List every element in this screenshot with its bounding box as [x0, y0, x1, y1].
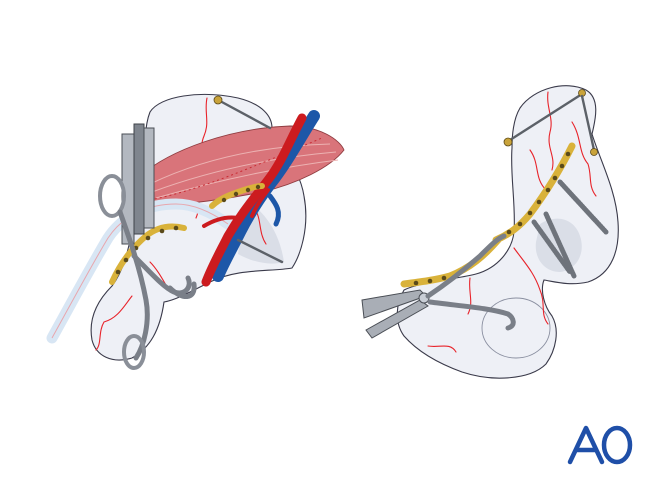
right-fracture-1	[547, 91, 554, 171]
plate-hole	[413, 280, 419, 286]
plate-hole	[115, 269, 121, 275]
plate-hole	[255, 184, 261, 190]
clamp-ring-bottom	[122, 334, 146, 370]
muscle-stripe-3	[155, 159, 339, 199]
plate-hole	[565, 151, 571, 157]
vein-branch	[267, 193, 281, 227]
plate-hole	[545, 187, 551, 193]
retractor-blade-3	[143, 127, 155, 229]
ao-logo	[567, 425, 633, 465]
screw-long	[557, 179, 609, 235]
screw-mid-1	[531, 219, 573, 275]
screw-top	[508, 92, 584, 142]
artery-branch-2	[202, 215, 240, 228]
screw-mid-2	[543, 211, 577, 279]
plate-hole	[517, 221, 523, 227]
acetabulum-rim	[481, 297, 551, 359]
plate-hole	[559, 163, 565, 169]
vessels	[201, 110, 320, 287]
left-plate-lower	[109, 223, 187, 285]
right-fracture-6	[427, 345, 457, 353]
plate-hole	[441, 275, 447, 281]
ao-logo-text: AO	[566, 424, 630, 468]
screw-vertical	[580, 94, 596, 152]
upper-screw-shaft	[218, 99, 272, 130]
clamp-jaw-2	[427, 299, 516, 331]
screw-vertical-tip	[590, 148, 598, 156]
plate-hole	[506, 229, 512, 235]
right-fracture-3	[529, 149, 547, 191]
retractor-blade-2	[133, 123, 145, 235]
plate-hole	[145, 235, 151, 241]
lateral-view	[361, 85, 619, 379]
plate-hole	[527, 210, 533, 216]
plate-hole	[427, 278, 433, 284]
plate-lower-body	[109, 223, 187, 285]
plate-hole	[552, 175, 558, 181]
right-fracture-2	[571, 121, 597, 197]
right-clamp	[361, 233, 516, 339]
screw-top-head	[503, 137, 513, 147]
plate-hole	[123, 257, 129, 263]
plate-hole	[233, 191, 239, 197]
plate-hole	[221, 197, 227, 203]
plate-hole	[173, 225, 179, 231]
upper-screw-head	[213, 95, 223, 105]
ao-logo-a	[567, 425, 605, 465]
pelvic-clamp	[98, 174, 197, 370]
artery	[201, 113, 307, 287]
right-screws	[503, 89, 609, 279]
left-fracture-3	[95, 295, 133, 351]
left-plate-upper	[209, 183, 265, 209]
lower-screw	[236, 238, 284, 264]
ao-logo-o	[601, 425, 633, 465]
clamp-ring-top	[98, 174, 126, 218]
upper-screw	[213, 95, 272, 130]
plate-hole	[245, 187, 251, 193]
clamp-jaw	[425, 233, 507, 299]
plate-hole	[536, 199, 542, 205]
muscle-stripe-2	[151, 151, 337, 193]
clamp-handle-2	[365, 299, 429, 339]
anterior-view	[46, 93, 345, 370]
plate-hole	[159, 228, 165, 234]
right-fracture-4	[513, 247, 549, 325]
artery-branch	[250, 188, 270, 218]
clamp-hook	[167, 281, 197, 299]
right-fracture-5	[467, 277, 472, 315]
